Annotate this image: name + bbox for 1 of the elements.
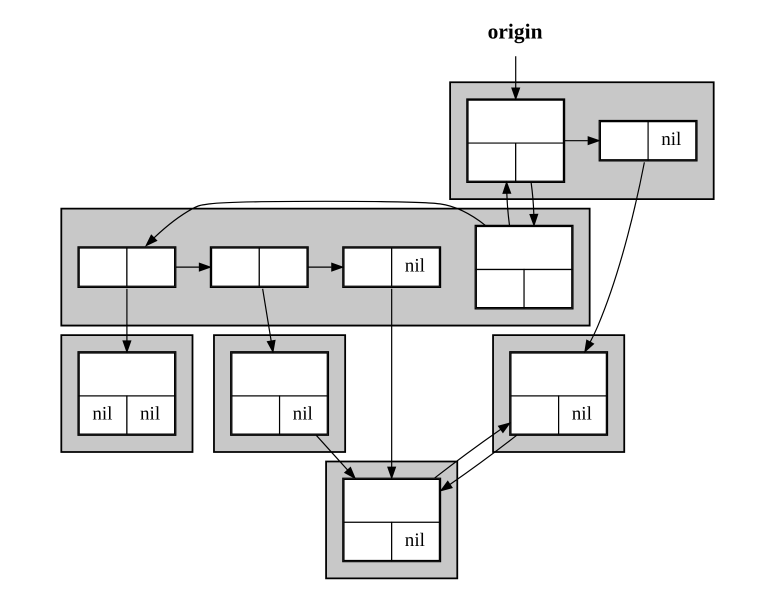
node-text: origin xyxy=(488,20,543,44)
